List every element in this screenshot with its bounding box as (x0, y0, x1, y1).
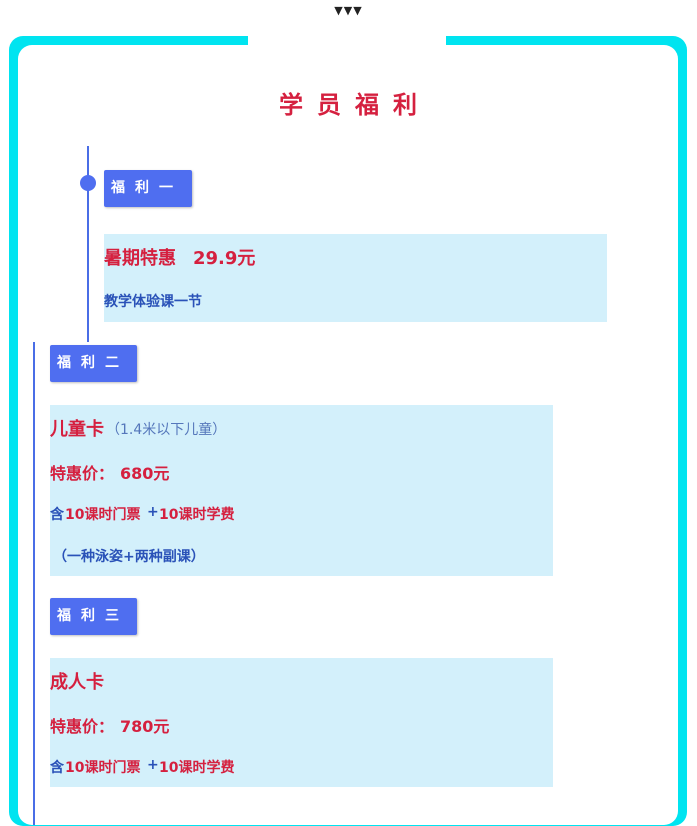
benefit-includes-prefix-2: 含 (50, 507, 64, 523)
benefit-box-2: 儿童卡 （1.4米以下儿童） 特惠价： 680元 含 10课时门票 + 10课时… (50, 405, 553, 576)
benefit-box-1: 暑期特惠 29.9元 教学体验课一节 (104, 234, 607, 322)
benefit-includes-tickets-3: 10课时门票 (65, 760, 141, 776)
benefits-card: 学员福利 福利一 暑期特惠 29.9元 教学体验课一节 福利二 儿童卡 （1.4… (18, 45, 678, 825)
timeline-line-1 (87, 146, 89, 342)
benefit-includes-plus-3: + (147, 757, 159, 773)
benefit-price-label-2: 特惠价： (50, 464, 115, 483)
benefit-price-3: 780元 (120, 717, 170, 736)
benefit-box-3: 成人卡 特惠价： 780元 含 10课时门票 + 10课时学费 (50, 658, 553, 787)
benefit-badge-3: 福利三 (50, 598, 137, 635)
benefit-includes-fees-3: 10课时学费 (159, 760, 235, 776)
benefit-heading-2: 儿童卡 (50, 419, 104, 440)
benefit-note-2: （1.4米以下儿童） (106, 422, 227, 438)
benefit-badge-1: 福利一 (104, 170, 192, 207)
benefit-heading-3: 成人卡 (50, 672, 104, 693)
benefit-includes-plus-2: + (147, 504, 159, 520)
page-title: 学员福利 (279, 91, 431, 119)
benefit-badge-2: 福利二 (50, 345, 137, 382)
timeline-line-2 (33, 342, 35, 825)
benefit-includes-tickets-2: 10课时门票 (65, 507, 141, 523)
benefit-extra-2: （一种泳姿+两种副课） (53, 549, 205, 565)
benefit-includes-fees-2: 10课时学费 (159, 507, 235, 523)
benefit-heading-1: 暑期特惠 (104, 248, 176, 269)
timeline-dot (80, 175, 96, 191)
down-arrows-icon: ▼▼▼ (334, 4, 363, 17)
benefit-price-label-3: 特惠价： (50, 717, 115, 736)
benefit-price-2: 680元 (120, 464, 170, 483)
benefit-includes-prefix-3: 含 (50, 760, 64, 776)
benefit-price-1: 29.9元 (193, 248, 256, 269)
frame-notch (248, 36, 446, 45)
benefit-desc-1: 教学体验课一节 (104, 294, 202, 310)
